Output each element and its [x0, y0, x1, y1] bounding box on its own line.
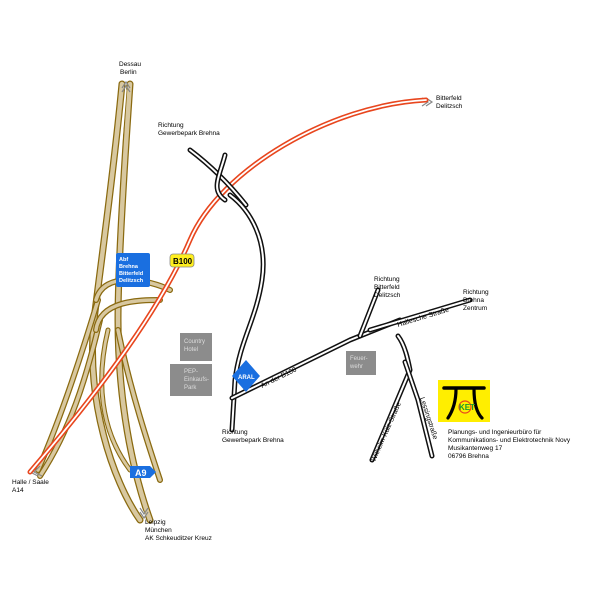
label-delitzsch-top: Delitzsch	[436, 103, 463, 110]
aral-sign: ARAL	[232, 360, 260, 392]
label-bitterfeld-mid: Bitterfeld	[374, 284, 400, 291]
pep-label-1: PEP-	[184, 369, 198, 375]
label-brehna: Brehna	[463, 297, 484, 304]
label-muenchen: München	[145, 527, 172, 534]
company-logo: KET	[438, 380, 490, 422]
building-country-hotel: Country Hotel	[180, 333, 212, 361]
label-gewerbepark-top: Gewerbepark Brehna	[158, 130, 220, 137]
label-halle: Halle / Saale	[12, 479, 49, 486]
company-street: Musikantenweg 17	[448, 445, 503, 452]
exit-sign-line-1: Abf	[119, 257, 128, 263]
direction-arrow-icon	[121, 80, 131, 93]
exit-sign: Abf Brehna Bitterfeld Delitzsch	[116, 253, 150, 287]
road-label-wilhelm-kuelz: Wilhelm-Külz-Straße	[370, 401, 403, 463]
building-feuerwehr: Feuer- wehr	[346, 351, 376, 375]
label-berlin: Berlin	[120, 69, 137, 76]
aral-label: ARAL	[238, 375, 255, 381]
building-pep: PEP- Einkaufs- Park	[170, 364, 212, 396]
label-ak-schkeuditz: AK Schkeuditzer Kreuz	[145, 535, 212, 542]
label-gewerbepark-bottom: Gewerbepark Brehna	[222, 437, 284, 444]
label-dessau: Dessau	[119, 61, 141, 68]
company-city: 06796 Brehna	[448, 453, 489, 460]
b100-label: B100	[173, 257, 193, 266]
label-delitzsch-mid: Delitzsch	[374, 292, 401, 299]
country-hotel-label-2: Hotel	[184, 347, 198, 353]
a9-label: A9	[135, 468, 147, 478]
label-leipzig: Leipzig	[145, 519, 166, 526]
label-richtung-gewerbepark-bottom: Richtung	[222, 429, 248, 436]
label-richtung-gewerbepark-top: Richtung	[158, 122, 184, 129]
exit-sign-line-4: Delitzsch	[119, 278, 144, 284]
local-roads	[187, 147, 473, 463]
direction-arrow-south-icon	[139, 507, 149, 520]
b100-badge: B100	[169, 253, 195, 268]
company-name-line-1: Planungs- und Ingenieurbüro für	[448, 429, 542, 436]
feuerwehr-label-1: Feuer-	[350, 356, 368, 362]
feuerwehr-label-2: wehr	[349, 364, 363, 370]
label-a14: A14	[12, 487, 24, 494]
exit-sign-line-3: Bitterfeld	[119, 271, 143, 277]
label-zentrum: Zentrum	[463, 305, 487, 312]
exit-sign-line-2: Brehna	[119, 264, 139, 270]
a9-highway	[35, 80, 173, 524]
label-richtung-brehna: Richtung	[463, 289, 489, 296]
b100-road	[27, 97, 429, 475]
country-hotel-label: Country	[184, 339, 205, 345]
label-richtung-bitterfeld: Richtung	[374, 276, 400, 283]
logo-text: KET	[459, 403, 475, 412]
a9-badge: A9	[130, 466, 156, 478]
label-bitterfeld-top: Bitterfeld	[436, 95, 462, 102]
pep-label-3: Park	[184, 385, 197, 391]
pep-label-2: Einkaufs-	[184, 377, 209, 383]
company-name-line-2: Kommunikations- und Elektrotechnik Novy	[448, 437, 571, 444]
road-label-an-der-b100: An der B100	[260, 366, 298, 389]
